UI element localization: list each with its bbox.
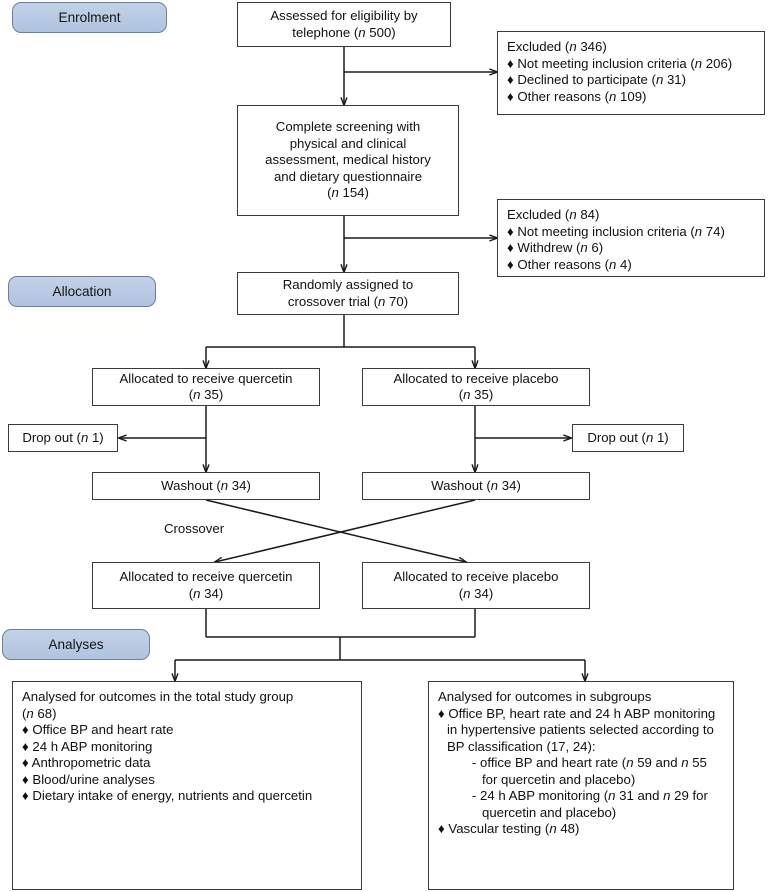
box-allocated-quercetin-period-1: Allocated to receive quercetin (n 35) <box>92 368 320 406</box>
bullet-icon: ♦ <box>22 771 29 787</box>
analysed-total-item-5-text: Dietary intake of energy, nutrients and … <box>32 788 313 803</box>
label-crossover-text: Crossover <box>164 521 225 536</box>
alloc-q2-line-2: (n 34) <box>188 585 224 601</box>
bullet-icon: ♦ <box>507 55 514 71</box>
analysed-total-heading-1: Analysed for outcomes in the total study… <box>22 689 294 704</box>
analysed-subgroups-heading: Analysed for outcomes in subgroups <box>438 689 652 704</box>
analysed-subgroups-bullet-2-text: Vascular testing (n 48) <box>448 821 580 836</box>
alloc-q1-line-1: Allocated to receive quercetin <box>119 370 293 386</box>
alloc-q2-line-1: Allocated to receive quercetin <box>119 569 293 584</box>
bullet-icon: ♦ <box>22 755 29 770</box>
bullet-icon: ♦ <box>507 256 514 272</box>
bullet-icon: ♦ <box>507 72 514 87</box>
stage-label-enrolment: Enrolment <box>12 2 167 33</box>
box-randomly-assigned: Randomly assigned to crossover trial (n … <box>237 272 459 315</box>
alloc-p1-line-2: (n 35) <box>458 387 494 402</box>
excluded-1-item-2-text: Declined to participate (n 31) <box>517 72 687 87</box>
analysed-subgroups-sub-item-2: - 24 h ABP monitoring (n 31 and n 29 for… <box>472 788 708 820</box>
analysed-total-item-1-text: Office BP and heart rate <box>32 722 174 737</box>
excluded-2-item-1-text: Not meeting inclusion criteria (n 74) <box>517 223 725 239</box>
randomised-line-1: Randomly assigned to <box>282 277 414 292</box>
assessed-line-1: Assessed for eligibility by <box>270 8 418 23</box>
analysed-subgroups-bullet-1: ♦ Office BP, heart rate and 24 h ABP mon… <box>438 706 725 756</box>
box-drop-out-placebo: Drop out (n 1) <box>572 424 684 452</box>
excluded-2-item-2-text: Withdrew (n 6) <box>517 240 604 255</box>
analysed-total-item-2-text: 24 h ABP monitoring <box>32 738 153 754</box>
excluded-1-item-1: ♦ Not meeting inclusion criteria (n 206) <box>507 56 756 73</box>
stage-label-enrolment-text: Enrolment <box>58 10 121 25</box>
box-excluded-initial: Excluded (n 346) ♦ Not meeting inclusion… <box>497 31 765 115</box>
analysed-total-item-5: ♦ Dietary intake of energy, nutrients an… <box>22 788 353 805</box>
excluded-1-item-3-text: Other reasons (n 109) <box>517 88 647 104</box>
excluded-1-item-3: ♦ Other reasons (n 109) <box>507 89 756 106</box>
box-assessed-for-eligibility: Assessed for eligibility by telephone (n… <box>237 2 451 47</box>
box-analysed-total-study-group: Analysed for outcomes in the total study… <box>12 681 362 890</box>
analysed-total-item-2: ♦ 24 h ABP monitoring <box>22 739 353 756</box>
bullet-icon: ♦ <box>22 738 29 754</box>
bullet-icon: ♦ <box>507 240 514 255</box>
bullet-icon: ♦ <box>22 722 29 737</box>
box-allocated-quercetin-period-2: Allocated to receive quercetin (n 34) <box>92 562 320 609</box>
box-washout-placebo-arm: Washout (n 34) <box>362 472 590 500</box>
washout-right-text: Washout (n 34) <box>431 477 521 493</box>
alloc-p1-line-1: Allocated to receive placebo <box>393 370 559 386</box>
screening-line-1: Complete screening with <box>275 119 421 135</box>
excluded-2-item-1: ♦ Not meeting inclusion criteria (n 74) <box>507 224 756 241</box>
excluded-2-item-3: ♦ Other reasons (n 4) <box>507 257 756 274</box>
analysed-total-item-3: ♦ Anthropometric data <box>22 755 353 772</box>
bullet-icon: ♦ <box>438 821 445 836</box>
analysed-subgroups-bullet-1-text: Office BP, heart rate and 24 h ABP monit… <box>447 705 716 754</box>
box-washout-quercetin-arm: Washout (n 34) <box>92 472 320 500</box>
box-complete-screening: Complete screening with physical and cli… <box>237 105 459 216</box>
box-allocated-placebo-period-1: Allocated to receive placebo (n 35) <box>362 368 590 406</box>
excluded-1-item-2: ♦ Declined to participate (n 31) <box>507 72 756 89</box>
box-analysed-subgroups: Analysed for outcomes in subgroups ♦ Off… <box>428 681 734 890</box>
dropout-left-text: Drop out (n 1) <box>22 429 104 445</box>
analysed-subgroups-sub-item-1: - office BP and heart rate (n 59 and n 5… <box>472 755 707 787</box>
bullet-icon: ♦ <box>507 88 514 104</box>
analysed-subgroups-bullet-2: ♦ Vascular testing (n 48) <box>438 821 725 838</box>
screening-line-4: and dietary questionnaire <box>273 168 423 184</box>
analysed-total-item-1: ♦ Office BP and heart rate <box>22 722 353 739</box>
screening-line-3: assessment, medical history <box>265 152 431 168</box>
screening-line-5: (n 154) <box>327 185 369 201</box>
excluded-1-item-1-text: Not meeting inclusion criteria (n 206) <box>517 55 733 71</box>
randomised-line-2: crossover trial (n 70) <box>287 293 409 309</box>
alloc-q1-line-2: (n 35) <box>188 387 224 402</box>
stage-label-allocation-text: Allocation <box>52 284 112 299</box>
stage-label-allocation: Allocation <box>8 276 156 307</box>
bullet-icon: ♦ <box>22 788 29 803</box>
box-drop-out-quercetin: Drop out (n 1) <box>8 424 118 452</box>
excluded-2-item-2: ♦ Withdrew (n 6) <box>507 240 756 257</box>
alloc-p2-line-1: Allocated to receive placebo <box>393 569 559 584</box>
dropout-right-text: Drop out (n 1) <box>587 429 669 445</box>
alloc-p2-line-2: (n 34) <box>458 585 494 601</box>
excluded-1-heading: Excluded (n 346) <box>507 39 607 54</box>
screening-line-2: physical and clinical <box>289 135 407 151</box>
label-crossover: Crossover <box>164 521 224 536</box>
washout-left-text: Washout (n 34) <box>161 477 251 493</box>
analysed-total-item-4-text: Blood/urine analyses <box>32 771 155 787</box>
bullet-icon: ♦ <box>507 223 514 239</box>
excluded-2-item-3-text: Other reasons (n 4) <box>517 256 632 272</box>
box-excluded-screening: Excluded (n 84) ♦ Not meeting inclusion … <box>497 199 765 277</box>
analysed-total-item-4: ♦ Blood/urine analyses <box>22 772 353 789</box>
analysed-total-item-3-text: Anthropometric data <box>31 755 151 770</box>
stage-label-analyses-text: Analyses <box>48 637 104 652</box>
assessed-line-2: telephone (n 500) <box>292 24 396 40</box>
analysed-total-heading-2: (n 68) <box>22 705 57 721</box>
excluded-2-heading: Excluded (n 84) <box>507 207 600 222</box>
bullet-icon: ♦ <box>438 705 445 721</box>
stage-label-analyses: Analyses <box>2 629 150 660</box>
box-allocated-placebo-period-2: Allocated to receive placebo (n 34) <box>362 562 590 609</box>
